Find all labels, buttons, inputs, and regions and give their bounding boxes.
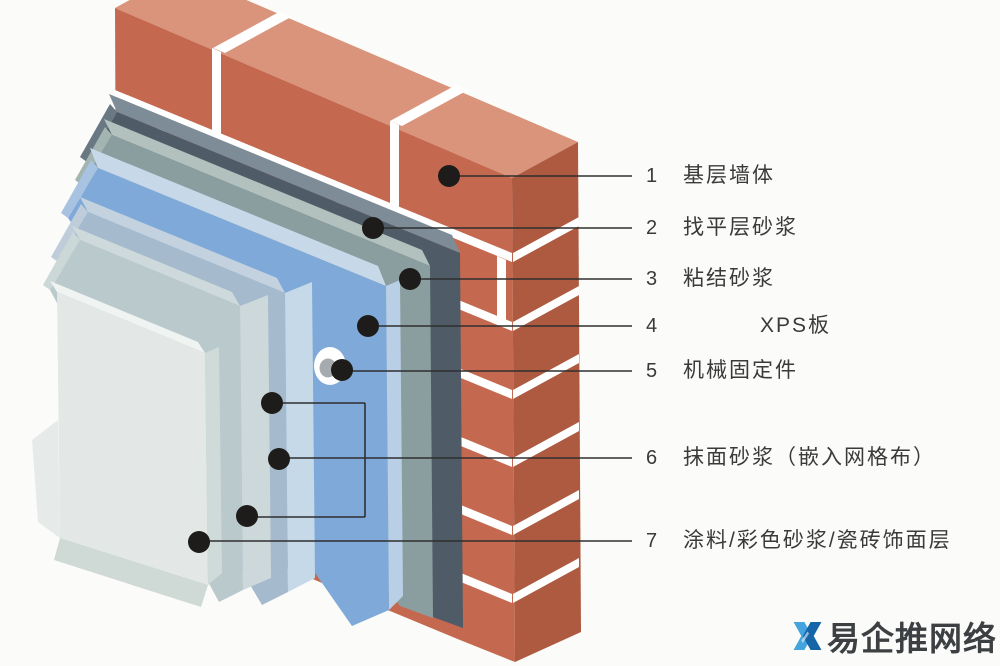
leveling-left-bevel bbox=[80, 104, 117, 162]
watermark: 易企推网络 bbox=[792, 610, 997, 662]
inner-coat-top-edge bbox=[80, 197, 285, 293]
callout-dot bbox=[362, 217, 384, 239]
watermark-text: 易企推网络 bbox=[827, 622, 997, 658]
callout-dot bbox=[399, 268, 421, 290]
xps-top-edge bbox=[90, 148, 386, 286]
callout-dot bbox=[261, 392, 283, 414]
finish-coat-layer bbox=[32, 281, 222, 607]
finish-top-edge bbox=[50, 281, 205, 353]
finish-right-edge bbox=[205, 347, 222, 585]
mortar-joints-end bbox=[513, 217, 579, 603]
xps-left-bevel bbox=[61, 160, 98, 218]
finish-front-face bbox=[57, 292, 208, 597]
watermark-logo-icon bbox=[793, 622, 822, 650]
outer-coat-left-bevel bbox=[43, 232, 80, 290]
outer-coat-top-edge bbox=[72, 226, 240, 306]
xps-right-edge bbox=[386, 280, 403, 610]
bonding-top-edge bbox=[104, 119, 430, 266]
brick-end-face bbox=[512, 142, 581, 662]
inner-coat-left-bevel bbox=[51, 204, 88, 262]
callout-dot bbox=[331, 359, 353, 381]
finish-left-wing bbox=[32, 420, 60, 538]
finish-bottom-bevel bbox=[54, 538, 208, 607]
callout-dot bbox=[188, 531, 210, 553]
callout-dot bbox=[438, 165, 460, 187]
leveling-top-edge bbox=[109, 94, 460, 253]
callout-dot bbox=[236, 505, 258, 527]
outer-coat-right-edge bbox=[240, 295, 271, 590]
callout-leader-lines bbox=[188, 165, 632, 553]
callout-dot bbox=[268, 448, 290, 470]
inner-coat-right-edge bbox=[285, 282, 315, 592]
callout-dot bbox=[357, 315, 379, 337]
mortar-joints-top bbox=[213, 12, 468, 126]
